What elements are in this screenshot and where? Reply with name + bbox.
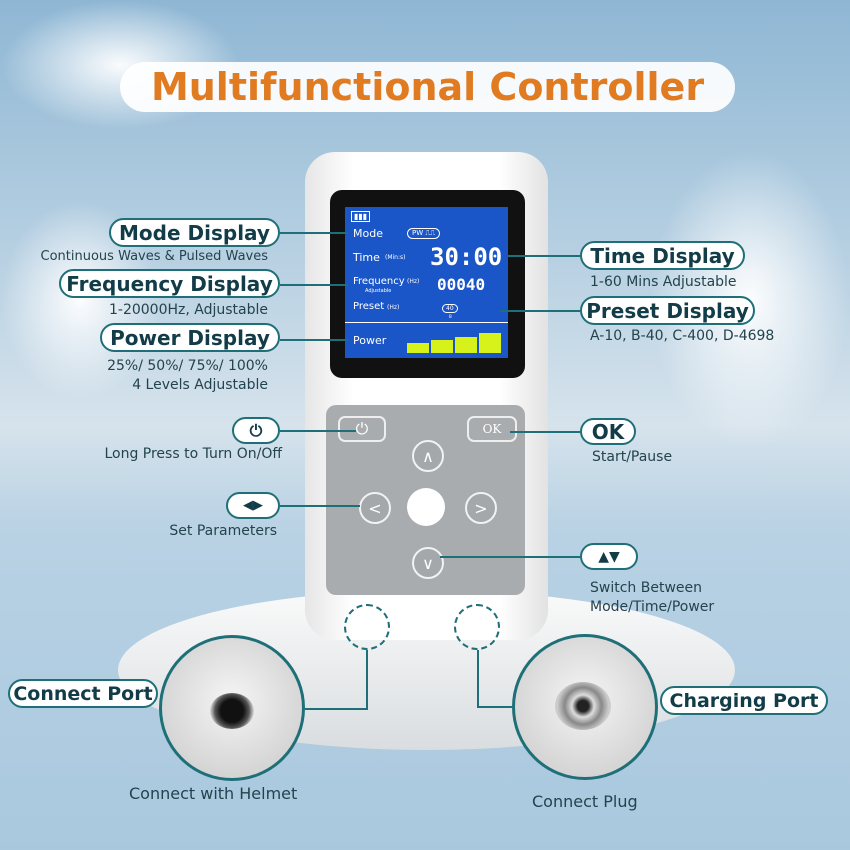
power-bar-3: [455, 337, 477, 353]
power-bar-2: [431, 340, 453, 353]
lcd-screen: ▮▮▮ Mode PW ⎍⎍ Time (Min:s) 30:00 Freque…: [345, 207, 508, 358]
connect-port-highlight: [344, 604, 390, 650]
power-button-sub: Long Press to Turn On/Off: [104, 446, 282, 462]
lcd-frequency-value: 00040: [437, 275, 486, 294]
power-button-label: ⏻: [232, 417, 280, 444]
connect-port-closeup: [159, 635, 305, 781]
power-bar-4: [479, 333, 501, 353]
power-key[interactable]: ⏻: [338, 416, 386, 442]
connector-line: [510, 431, 580, 433]
lcd-time-value: 30:00: [430, 243, 503, 271]
connector-line: [280, 339, 348, 341]
lcd-frequency-sub: Adjustable: [365, 288, 392, 294]
center-key[interactable]: [407, 488, 445, 526]
up-key[interactable]: ∧: [412, 440, 444, 472]
connector-line: [366, 650, 368, 710]
wave-label: PW: [412, 229, 424, 237]
lcd-preset-letter: B: [449, 314, 452, 319]
time-display-label: Time Display: [580, 241, 745, 270]
lcd-preset-value: 40: [442, 304, 458, 313]
charging-port-sub: Connect Plug: [532, 792, 638, 811]
lcd-time-unit: (Min:s): [385, 254, 406, 261]
connector-line: [280, 284, 348, 286]
time-display-sub: 1-60 Mins Adjustable: [590, 274, 737, 290]
lcd-preset-label: Preset: [353, 301, 385, 312]
power-display-sub1: 25%/ 50%/ 75%/ 100%: [107, 358, 268, 374]
page-title: Multifunctional Controller: [120, 62, 735, 112]
frequency-display-label: Frequency Display: [59, 269, 280, 298]
connector-line: [440, 556, 580, 558]
arrows-label: ◀▶: [226, 492, 280, 519]
connector-line: [508, 255, 580, 257]
connector-line: [280, 430, 356, 432]
updown-sub1: Switch Between: [590, 580, 702, 596]
updown-label: ▲▼: [580, 543, 638, 570]
charging-port-highlight: [454, 604, 500, 650]
down-key[interactable]: ∨: [412, 547, 444, 579]
preset-display-sub: A-10, B-40, C-400, D-4698: [590, 328, 775, 344]
connector-line: [477, 650, 479, 708]
ok-key[interactable]: OK: [467, 416, 517, 442]
charging-port-closeup: [512, 634, 658, 780]
port-hole-icon: [210, 693, 254, 729]
power-display-sub2: 4 Levels Adjustable: [132, 377, 268, 393]
updown-sub2: Mode/Time/Power: [590, 599, 715, 615]
connector-line: [280, 505, 360, 507]
mode-display-sub: Continuous Waves & Pulsed Waves: [40, 249, 268, 264]
ok-label: OK: [580, 418, 636, 445]
left-key[interactable]: <: [359, 492, 391, 524]
connect-port-label: Connect Port: [8, 679, 158, 708]
wave-indicator: PW ⎍⎍: [407, 228, 441, 239]
frequency-display-sub: 1-20000Hz, Adjustable: [108, 302, 268, 318]
ok-sub: Start/Pause: [592, 449, 673, 465]
lcd-divider: [345, 322, 508, 323]
charging-port-label: Charging Port: [660, 686, 828, 715]
charging-jack-icon: [555, 682, 611, 730]
lcd-frequency-unit: (Hz): [407, 278, 420, 285]
preset-display-label: Preset Display: [580, 296, 755, 325]
arrows-sub: Set Parameters: [169, 523, 277, 539]
mode-display-label: Mode Display: [109, 218, 280, 247]
power-display-label: Power Display: [100, 323, 280, 352]
power-bar-1: [407, 343, 429, 353]
lcd-preset-unit: (Hz): [387, 304, 400, 311]
connector-line: [477, 706, 512, 708]
right-key[interactable]: >: [465, 492, 497, 524]
lcd-frequency-label: Frequency: [353, 276, 405, 287]
lcd-time-label: Time: [353, 251, 380, 264]
battery-icon: ▮▮▮: [351, 211, 371, 222]
lcd-power-label: Power: [353, 334, 387, 347]
connector-line: [305, 708, 368, 710]
connector-line: [280, 232, 348, 234]
lcd-mode-label: Mode: [353, 227, 383, 240]
connector-line: [500, 310, 580, 312]
connect-port-sub: Connect with Helmet: [129, 784, 298, 803]
